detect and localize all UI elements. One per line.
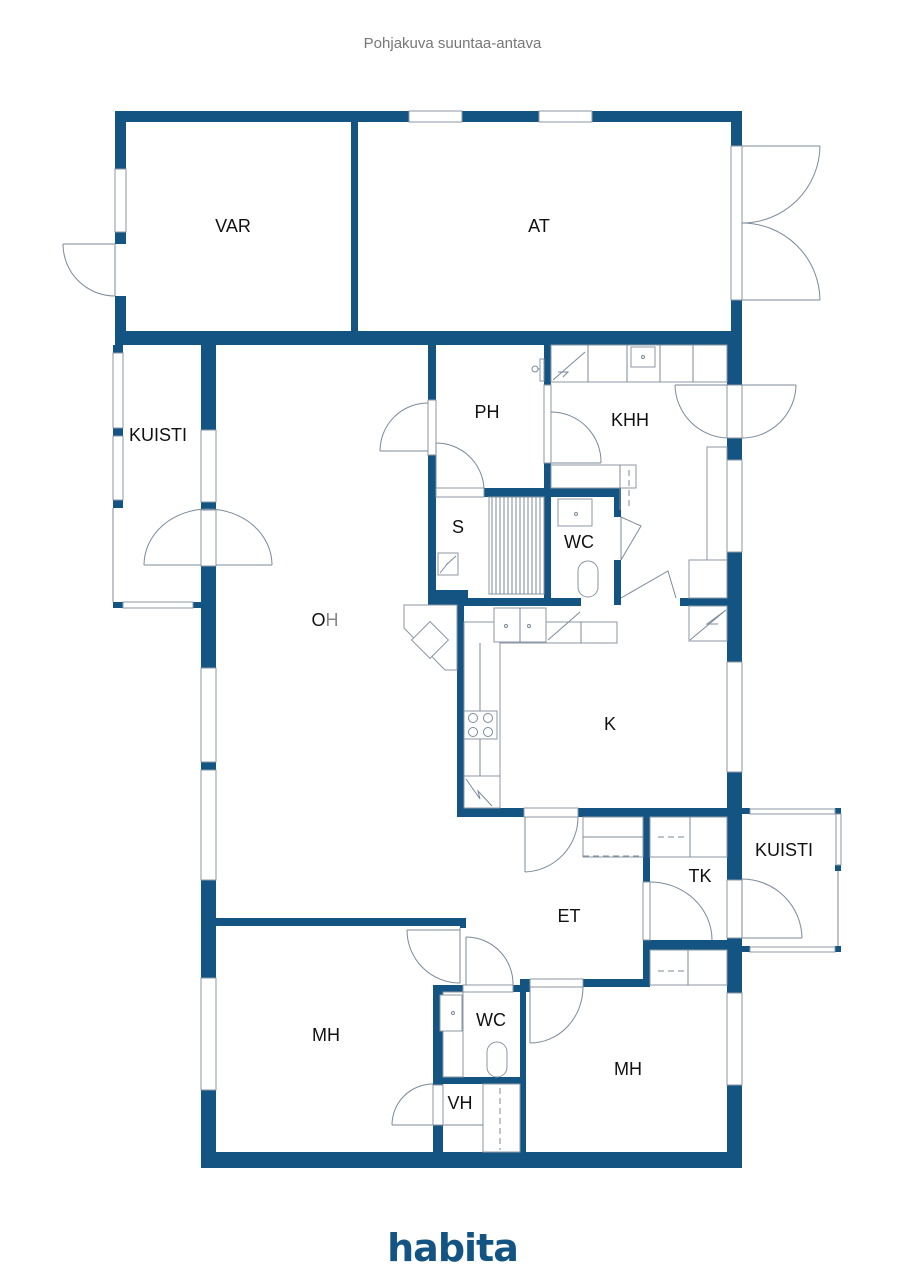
room-label-et: ET <box>557 906 580 926</box>
room-label-ph: PH <box>474 402 499 422</box>
room-label-kuisti-east: KUISTI <box>755 840 813 860</box>
khh-counter <box>550 344 728 599</box>
khh-wc-door[interactable] <box>620 516 677 599</box>
house-walls <box>201 345 742 1168</box>
ph-khh-door[interactable] <box>543 384 602 464</box>
wc-upper-fixtures <box>557 498 599 598</box>
room-label-oh: OH <box>311 610 338 630</box>
shower-icon <box>531 358 545 382</box>
mh-west-door[interactable] <box>406 928 461 984</box>
room-label-kuisti-west: KUISTI <box>129 425 187 445</box>
window <box>726 992 743 1086</box>
habita-logo: habita <box>387 1226 519 1270</box>
tk-door[interactable] <box>642 881 713 941</box>
vh-door[interactable] <box>391 1083 444 1126</box>
mh-east-door[interactable] <box>529 978 584 1044</box>
et-wardrobe <box>582 816 644 858</box>
room-label-mh-west: MH <box>312 1025 340 1045</box>
east-porch-door[interactable] <box>726 878 803 939</box>
fridge-icon <box>463 775 501 809</box>
west-porch-double-door[interactable] <box>143 508 273 567</box>
kitchen-cabinet-ne <box>688 605 728 642</box>
room-label-wc-upper: WC <box>564 532 594 552</box>
outbuilding-walls <box>115 111 742 345</box>
room-label-khh: KHH <box>611 410 649 430</box>
room-label-var: VAR <box>215 216 251 236</box>
east-porch-structure <box>742 808 842 953</box>
room-label-sauna: S <box>452 517 464 537</box>
window <box>538 110 593 123</box>
room-label-kitchen: K <box>604 714 616 734</box>
west-porch-structure <box>112 345 203 609</box>
kitchen-door[interactable] <box>523 807 579 873</box>
tk-shelves <box>649 816 728 858</box>
sauna-stove-icon <box>437 552 459 576</box>
window <box>114 168 127 233</box>
window <box>726 661 743 773</box>
at-double-door[interactable] <box>730 145 821 301</box>
window <box>200 429 217 503</box>
room-label-wc-lower: WC <box>476 1010 506 1030</box>
closet-se <box>649 949 728 986</box>
stove-icon <box>463 710 498 740</box>
ph-door[interactable] <box>379 399 437 456</box>
window <box>408 110 463 123</box>
var-door[interactable] <box>62 243 116 297</box>
wc-lower-fixtures <box>439 991 508 1078</box>
window <box>200 769 217 881</box>
room-label-mh-east: MH <box>614 1059 642 1079</box>
room-label-oh-o: O <box>311 610 325 630</box>
khh-exterior-door[interactable] <box>674 384 797 439</box>
window <box>200 667 217 763</box>
room-label-oh-h: H <box>326 610 339 630</box>
fireplace-icon <box>403 604 458 671</box>
window <box>200 977 217 1091</box>
room-label-vh: VH <box>447 1093 472 1113</box>
room-label-at: AT <box>528 216 550 236</box>
sauna-door[interactable] <box>435 442 485 498</box>
sauna-benches <box>488 496 545 595</box>
room-label-tk: TK <box>688 866 711 886</box>
floorplan-caption: Pohjakuva suuntaa-antava <box>363 35 542 52</box>
window <box>726 459 743 553</box>
vh-shelves <box>443 1083 521 1153</box>
wc-lower-door[interactable] <box>462 936 514 993</box>
